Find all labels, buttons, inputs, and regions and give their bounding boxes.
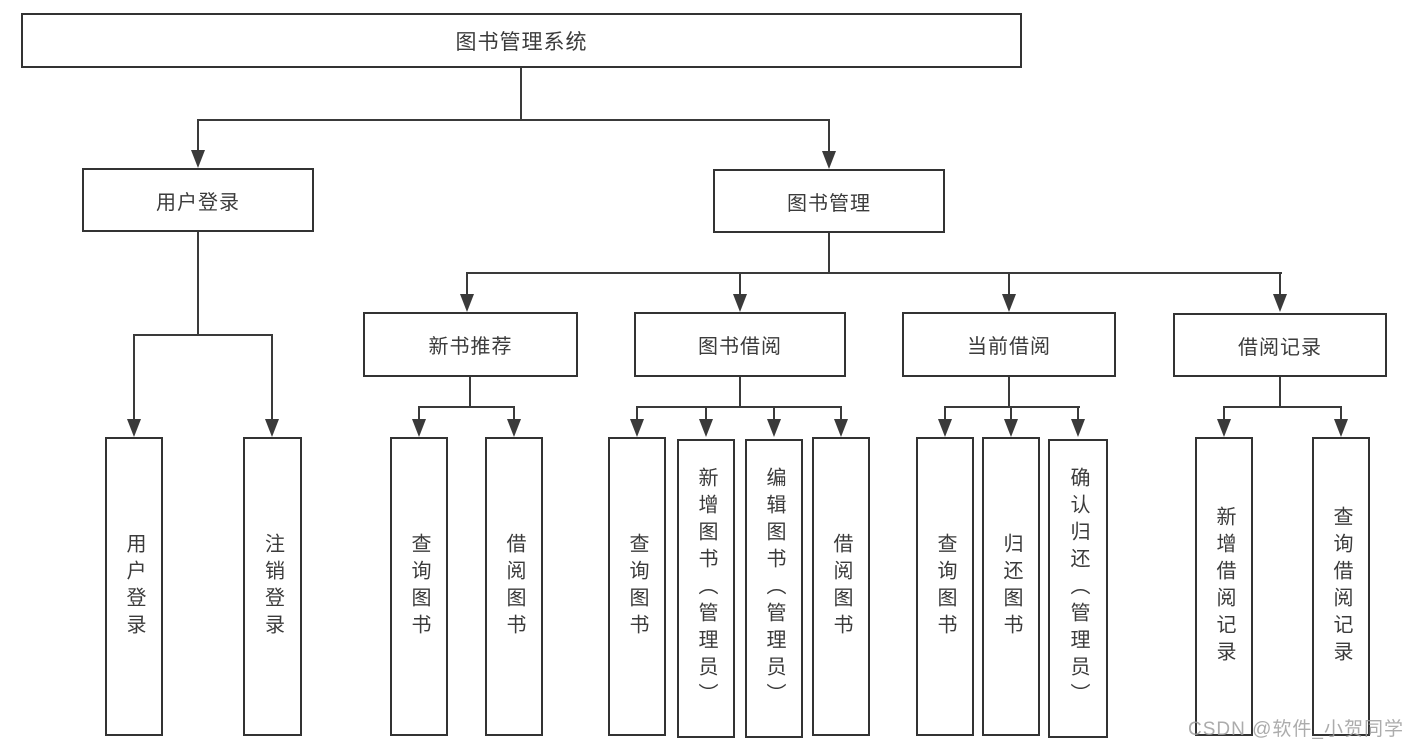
- connector-line: [944, 406, 1080, 408]
- connector-line: [513, 406, 515, 421]
- connector-line: [773, 406, 775, 421]
- connector-line: [133, 334, 273, 336]
- leaf-add-borrow-record: 新增借阅记录: [1195, 437, 1253, 736]
- node-new-book-recommend: 新书推荐: [363, 312, 578, 377]
- arrowhead-down: [767, 419, 781, 437]
- connector-line: [739, 272, 741, 297]
- csdn-watermark: CSDN @软件_小贺同学: [1188, 719, 1404, 740]
- leaf-query-books-current: 查询图书: [916, 437, 974, 736]
- connector-line: [418, 406, 515, 408]
- connector-line: [271, 334, 273, 421]
- connector-line: [1077, 406, 1079, 421]
- connector-line: [1279, 272, 1281, 297]
- leaf-edit-book-admin: 编辑图书（管理员）: [745, 439, 803, 738]
- arrowhead-down: [460, 294, 474, 312]
- leaf-return-book: 归还图书: [982, 437, 1040, 736]
- connector-line: [520, 68, 522, 120]
- connector-line: [1279, 377, 1281, 408]
- leaf-add-book-admin: 新增图书（管理员）: [677, 439, 735, 738]
- arrowhead-down: [1273, 294, 1287, 312]
- connector-line: [466, 272, 1282, 274]
- connector-line: [133, 334, 135, 421]
- leaf-borrow-books-recommend: 借阅图书: [485, 437, 543, 736]
- connector-line: [636, 406, 638, 421]
- arrowhead-down: [265, 419, 279, 437]
- leaf-query-books-borrowing: 查询图书: [608, 437, 666, 736]
- connector-line: [1223, 406, 1225, 421]
- connector-line: [944, 406, 946, 421]
- leaf-query-books-recommend: 查询图书: [390, 437, 448, 736]
- leaf-logout: 注销登录: [243, 437, 302, 736]
- node-book-borrowing: 图书借阅: [634, 312, 846, 377]
- connector-line: [1010, 406, 1012, 421]
- connector-line: [1008, 377, 1010, 408]
- connector-line: [840, 406, 842, 421]
- node-borrow-records: 借阅记录: [1173, 313, 1387, 377]
- arrowhead-down: [1004, 419, 1018, 437]
- arrowhead-down: [733, 294, 747, 312]
- connector-line: [1340, 406, 1342, 421]
- connector-line: [705, 406, 707, 421]
- leaf-borrow-books: 借阅图书: [812, 437, 870, 736]
- arrowhead-down: [1002, 294, 1016, 312]
- connector-line: [418, 406, 420, 421]
- connector-line: [469, 377, 471, 408]
- arrowhead-down: [127, 419, 141, 437]
- arrowhead-down: [822, 151, 836, 169]
- arrowhead-down: [834, 419, 848, 437]
- leaf-query-borrow-record: 查询借阅记录: [1312, 437, 1370, 736]
- connector-line: [197, 119, 199, 153]
- connector-line: [828, 233, 830, 274]
- arrowhead-down: [1217, 419, 1231, 437]
- arrowhead-down: [699, 419, 713, 437]
- arrowhead-down: [1071, 419, 1085, 437]
- arrowhead-down: [412, 419, 426, 437]
- connector-line: [197, 119, 830, 121]
- connector-line: [197, 232, 199, 336]
- leaf-user-login: 用户登录: [105, 437, 163, 736]
- node-current-borrowing: 当前借阅: [902, 312, 1116, 377]
- arrowhead-down: [191, 150, 205, 168]
- node-book-management: 图书管理: [713, 169, 945, 233]
- connector-line: [739, 377, 741, 408]
- arrowhead-down: [938, 419, 952, 437]
- connector-line: [1223, 406, 1342, 408]
- connector-line: [636, 406, 842, 408]
- node-user-login: 用户登录: [82, 168, 314, 232]
- leaf-confirm-return-admin: 确认归还（管理员）: [1048, 439, 1108, 738]
- arrowhead-down: [630, 419, 644, 437]
- arrowhead-down: [1334, 419, 1348, 437]
- connector-line: [1008, 272, 1010, 297]
- connector-line: [828, 119, 830, 153]
- connector-line: [466, 272, 468, 297]
- node-root: 图书管理系统: [21, 13, 1022, 68]
- arrowhead-down: [507, 419, 521, 437]
